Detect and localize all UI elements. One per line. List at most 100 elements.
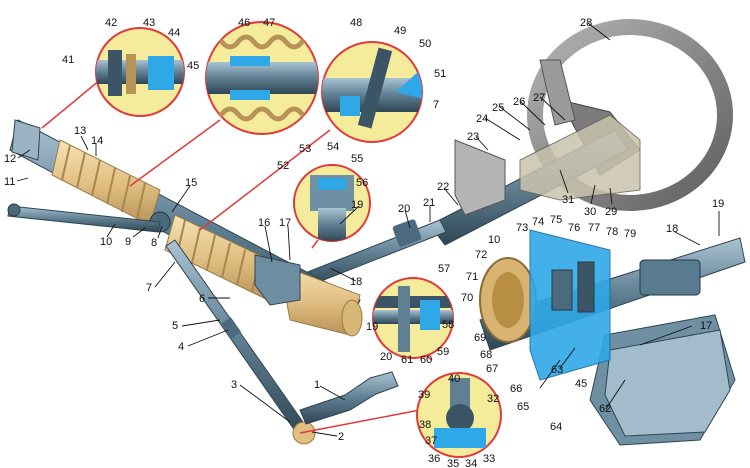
callout-7: 7 bbox=[146, 282, 152, 294]
callout-labels: 1 2 3 4 5 6 7 7 8 9 10 10 11 12 13 14 15… bbox=[4, 17, 724, 468]
callout-18: 18 bbox=[350, 276, 362, 288]
callout-77: 77 bbox=[588, 222, 600, 234]
tie-rod-upper bbox=[7, 203, 161, 233]
callout-50: 50 bbox=[419, 38, 431, 50]
callout-33: 33 bbox=[483, 453, 495, 465]
callout-79: 79 bbox=[624, 228, 636, 240]
column-exploded-view bbox=[479, 229, 746, 446]
callout-32: 32 bbox=[487, 393, 499, 405]
callout-40: 40 bbox=[448, 373, 460, 385]
callout-61: 61 bbox=[401, 354, 413, 366]
callout-2: 2 bbox=[338, 431, 344, 443]
callout-19: 19 bbox=[351, 199, 363, 211]
callout-31: 31 bbox=[562, 194, 574, 206]
callout-45b: 45 bbox=[575, 378, 587, 390]
callout-78: 78 bbox=[606, 226, 618, 238]
callout-58: 58 bbox=[442, 319, 454, 331]
callout-12: 12 bbox=[4, 153, 16, 165]
callout-20: 20 bbox=[398, 203, 410, 215]
callout-10b: 10 bbox=[488, 234, 500, 246]
callout-26: 26 bbox=[513, 96, 525, 108]
callout-76: 76 bbox=[568, 222, 580, 234]
inset-coupling bbox=[372, 277, 454, 359]
callout-68: 68 bbox=[480, 349, 492, 361]
callout-72: 72 bbox=[475, 249, 487, 261]
callout-4: 4 bbox=[178, 341, 184, 353]
callout-43: 43 bbox=[143, 17, 155, 29]
callout-57: 57 bbox=[438, 263, 450, 275]
callout-36: 36 bbox=[428, 453, 440, 465]
callout-35: 35 bbox=[447, 458, 459, 468]
callout-1: 1 bbox=[314, 379, 320, 391]
inset-boot-section bbox=[205, 21, 319, 135]
callout-70: 70 bbox=[461, 292, 473, 304]
callout-3: 3 bbox=[231, 379, 237, 391]
callout-49: 49 bbox=[394, 25, 406, 37]
callout-29: 29 bbox=[605, 206, 617, 218]
callout-19c: 19 bbox=[366, 321, 378, 333]
callout-52: 52 bbox=[277, 160, 289, 172]
callout-67: 67 bbox=[486, 363, 498, 375]
callout-23: 23 bbox=[467, 131, 479, 143]
callout-45: 45 bbox=[187, 60, 199, 72]
callout-15: 15 bbox=[185, 177, 197, 189]
callout-9: 9 bbox=[125, 236, 131, 248]
callout-46: 46 bbox=[238, 17, 250, 29]
callout-64: 64 bbox=[550, 421, 562, 433]
callout-37: 37 bbox=[425, 435, 437, 447]
callout-63: 63 bbox=[551, 364, 563, 376]
steering-rack bbox=[9, 119, 363, 337]
callout-62: 62 bbox=[599, 403, 611, 415]
callout-39: 39 bbox=[418, 389, 430, 401]
callout-20b: 20 bbox=[380, 351, 392, 363]
callout-55: 55 bbox=[351, 153, 363, 165]
callout-56: 56 bbox=[356, 177, 368, 189]
inset-ball-joint bbox=[416, 372, 502, 458]
callout-47: 47 bbox=[263, 17, 275, 29]
pitman-arm bbox=[299, 371, 399, 425]
callout-6: 6 bbox=[199, 293, 205, 305]
callout-5: 5 bbox=[172, 320, 178, 332]
callout-54: 54 bbox=[327, 141, 339, 153]
callout-73: 73 bbox=[516, 222, 528, 234]
callout-24: 24 bbox=[476, 113, 488, 125]
callout-22: 22 bbox=[437, 181, 449, 193]
callout-14: 14 bbox=[91, 135, 103, 147]
callout-7b: 7 bbox=[433, 99, 439, 111]
callout-16: 16 bbox=[258, 217, 270, 229]
intermediate-shaft bbox=[299, 219, 447, 288]
inset-leader-lines bbox=[41, 79, 433, 434]
callout-53: 53 bbox=[299, 143, 311, 155]
callout-69: 69 bbox=[474, 332, 486, 344]
callout-11: 11 bbox=[4, 176, 15, 188]
callout-13: 13 bbox=[74, 125, 86, 137]
callout-42: 42 bbox=[105, 17, 117, 29]
callout-48: 48 bbox=[350, 17, 362, 29]
callout-17b: 17 bbox=[700, 320, 712, 332]
callout-17: 17 bbox=[279, 217, 291, 229]
inset-u-joint bbox=[293, 164, 371, 242]
callout-74: 74 bbox=[532, 216, 544, 228]
callout-44: 44 bbox=[168, 27, 180, 39]
tie-rod-lower bbox=[165, 239, 316, 445]
callout-27: 27 bbox=[533, 92, 545, 104]
callout-21: 21 bbox=[423, 197, 435, 209]
leader-lines bbox=[16, 22, 720, 437]
callout-75: 75 bbox=[550, 214, 562, 226]
callout-28: 28 bbox=[580, 17, 592, 29]
callout-10: 10 bbox=[100, 236, 112, 248]
callout-8: 8 bbox=[151, 237, 157, 249]
callout-60: 60 bbox=[420, 354, 432, 366]
callout-59: 59 bbox=[437, 346, 449, 358]
callout-71: 71 bbox=[466, 271, 478, 283]
inset-pinion-adjuster bbox=[321, 41, 423, 143]
callout-65: 65 bbox=[517, 401, 529, 413]
callout-38: 38 bbox=[419, 419, 431, 431]
callout-41: 41 bbox=[62, 54, 74, 66]
steering-column bbox=[429, 114, 641, 246]
callout-66: 66 bbox=[510, 383, 522, 395]
callout-18b: 18 bbox=[666, 223, 678, 235]
inset-outer-bushing bbox=[95, 27, 185, 117]
callout-25: 25 bbox=[492, 102, 504, 114]
